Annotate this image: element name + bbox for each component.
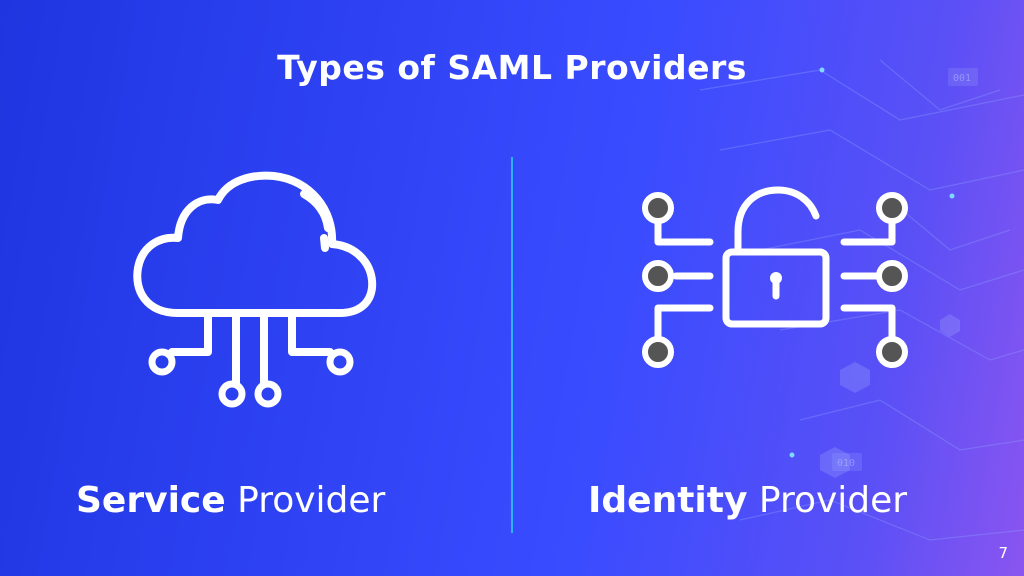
service-provider-label: Service Provider <box>76 480 385 521</box>
glow-dot <box>789 452 795 458</box>
glow-dot <box>819 67 825 73</box>
identity-provider-label: Identity Provider <box>588 480 907 521</box>
cloud-network-icon <box>133 171 377 408</box>
service-label-bold: Service <box>76 480 226 521</box>
background-code: 010 <box>837 458 855 469</box>
center-divider <box>511 157 513 533</box>
page-number: 7 <box>998 544 1008 562</box>
padlock-circuit-icon <box>642 186 908 368</box>
identity-label-bold: Identity <box>588 480 748 521</box>
background-code: 001 <box>953 73 971 84</box>
slide-title: Types of SAML Providers <box>277 48 747 87</box>
service-label-rest: Provider <box>237 480 386 521</box>
identity-label-rest: Provider <box>758 480 908 521</box>
glow-dot <box>949 193 955 199</box>
